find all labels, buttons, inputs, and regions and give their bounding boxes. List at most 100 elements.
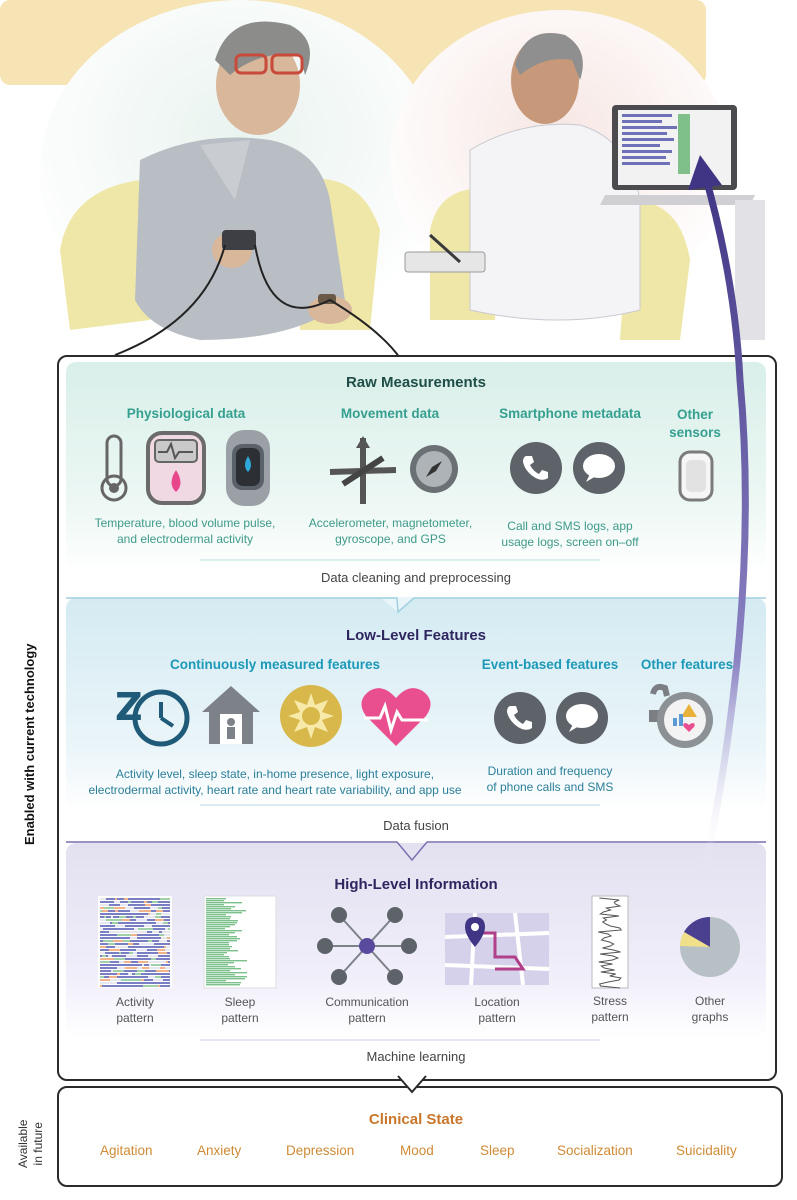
activity-cell xyxy=(166,946,170,948)
activity-cell xyxy=(120,955,124,957)
sleep-row xyxy=(206,936,237,938)
activity-cell xyxy=(157,898,160,900)
activity-cell xyxy=(142,964,144,966)
sleep-row xyxy=(206,928,225,930)
activity-cell xyxy=(158,946,164,948)
activity-cell xyxy=(146,958,151,960)
activity-cell xyxy=(100,970,111,972)
activity-cell xyxy=(100,916,104,918)
activity-cell xyxy=(120,931,129,933)
physiological-data-desc: Temperature, blood volume pulse, and ele… xyxy=(80,515,290,547)
activity-cell xyxy=(125,943,128,945)
sleep-row xyxy=(206,910,246,912)
activity-cell xyxy=(142,976,148,978)
activity-cell xyxy=(160,943,169,945)
activity-cell xyxy=(129,958,137,960)
activity-cell xyxy=(157,934,159,936)
activity-cell xyxy=(117,934,122,936)
activity-cell xyxy=(159,931,162,933)
activity-cell xyxy=(144,901,147,903)
activity-cell xyxy=(166,961,168,963)
activity-cell xyxy=(148,928,153,930)
activity-label-line2: pattern xyxy=(116,1011,154,1025)
activity-cell xyxy=(149,967,160,969)
activity-cell xyxy=(151,964,161,966)
activity-cell xyxy=(164,934,170,936)
activity-cell xyxy=(169,943,170,945)
activity-cell xyxy=(100,973,108,975)
activity-cell xyxy=(162,907,164,909)
activity-cell xyxy=(138,922,143,924)
activity-cell xyxy=(123,985,131,987)
activity-cell xyxy=(112,952,119,954)
activity-cell xyxy=(132,976,142,978)
activity-cell xyxy=(162,949,165,951)
activity-cell xyxy=(164,976,170,978)
activity-cell xyxy=(124,898,128,900)
activity-cell xyxy=(128,904,139,906)
activity-cell xyxy=(123,964,127,966)
sleep-row xyxy=(206,954,224,956)
activity-cell xyxy=(161,904,170,906)
activity-cell xyxy=(108,943,115,945)
activity-cell xyxy=(152,901,154,903)
activity-cell xyxy=(115,910,118,912)
activity-cell xyxy=(108,955,112,957)
clinical-item-socialization: Socialization xyxy=(557,1143,633,1158)
activity-cell xyxy=(100,985,102,987)
activity-cell xyxy=(143,922,154,924)
activity-cell xyxy=(156,922,159,924)
wearable-monitor-icon xyxy=(146,431,206,505)
activity-cell xyxy=(123,937,130,939)
activity-cell xyxy=(106,916,108,918)
activity-cell xyxy=(137,901,144,903)
home-icon xyxy=(202,686,260,744)
compass-icon xyxy=(410,445,458,493)
sleep-row xyxy=(206,930,242,932)
machine-learning-step: Machine learning xyxy=(366,1049,466,1064)
clinical-item-agitation: Agitation xyxy=(100,1143,153,1158)
activity-cell xyxy=(163,922,168,924)
activity-cell xyxy=(169,973,170,975)
activity-cell xyxy=(100,934,107,936)
activity-cell xyxy=(100,910,102,912)
activity-cell xyxy=(158,907,162,909)
activity-cell xyxy=(119,943,122,945)
activity-cell xyxy=(164,919,170,921)
activity-cell xyxy=(153,934,157,936)
activity-cell xyxy=(106,898,109,900)
activity-cell xyxy=(125,928,134,930)
activity-cell xyxy=(128,898,136,900)
activity-cell xyxy=(100,964,106,966)
activity-cell xyxy=(158,901,164,903)
activity-cell xyxy=(121,979,125,981)
clinical-item-depression: Depression xyxy=(286,1143,355,1158)
activity-pattern-chart xyxy=(98,896,172,988)
location-label-line2: pattern xyxy=(478,1011,516,1025)
sleep-row xyxy=(206,908,231,910)
activity-cell xyxy=(164,907,170,909)
sleep-row xyxy=(206,972,247,974)
activity-cell xyxy=(149,985,158,987)
activity-cell xyxy=(136,949,147,951)
smartwatch-icon xyxy=(649,683,713,748)
activity-cell xyxy=(147,919,155,921)
activity-cell xyxy=(132,964,140,966)
sun-icon xyxy=(280,685,342,747)
activity-cell xyxy=(117,982,125,984)
activity-cell xyxy=(104,916,106,918)
activity-cell xyxy=(152,940,159,942)
sleep-row xyxy=(206,912,242,914)
activity-cell xyxy=(142,913,148,915)
activity-cell xyxy=(148,961,158,963)
activity-cell xyxy=(128,946,131,948)
activity-cell xyxy=(131,961,138,963)
activity-cell xyxy=(124,946,128,948)
activity-cell xyxy=(135,982,144,984)
activity-cell xyxy=(109,931,120,933)
activity-cell xyxy=(167,952,170,954)
clinical-scene-illustration xyxy=(40,0,765,359)
activity-cell xyxy=(100,961,110,963)
activity-cell xyxy=(128,967,137,969)
activity-cell xyxy=(128,901,131,903)
